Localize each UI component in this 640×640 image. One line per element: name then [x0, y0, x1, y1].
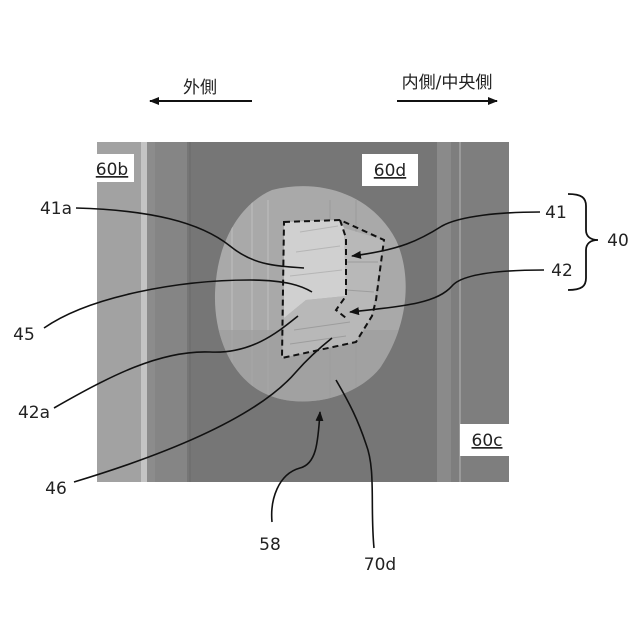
tag-60b: 60b: [90, 154, 134, 182]
direction-inner-center-label: 内側/中央側: [402, 73, 493, 93]
label-41: 41: [545, 203, 567, 223]
tag-60b-text: 60b: [96, 160, 128, 180]
label-58: 58: [259, 535, 281, 555]
tag-60c: 60c: [460, 424, 514, 456]
label-41a: 41a: [40, 199, 72, 219]
label-45: 45: [13, 325, 35, 345]
tag-60d: 60d: [362, 154, 418, 186]
label-42a: 42a: [18, 403, 50, 423]
direction-outer: 外側: [150, 78, 252, 101]
label-40: 40: [607, 231, 629, 251]
direction-inner-center: 内側/中央側: [397, 73, 497, 101]
tag-60c-text: 60c: [472, 431, 503, 451]
direction-outer-label: 外側: [183, 78, 217, 98]
label-46: 46: [45, 479, 67, 499]
label-70d: 70d: [364, 555, 396, 575]
tag-60d-text: 60d: [374, 161, 406, 181]
label-42: 42: [551, 261, 573, 281]
